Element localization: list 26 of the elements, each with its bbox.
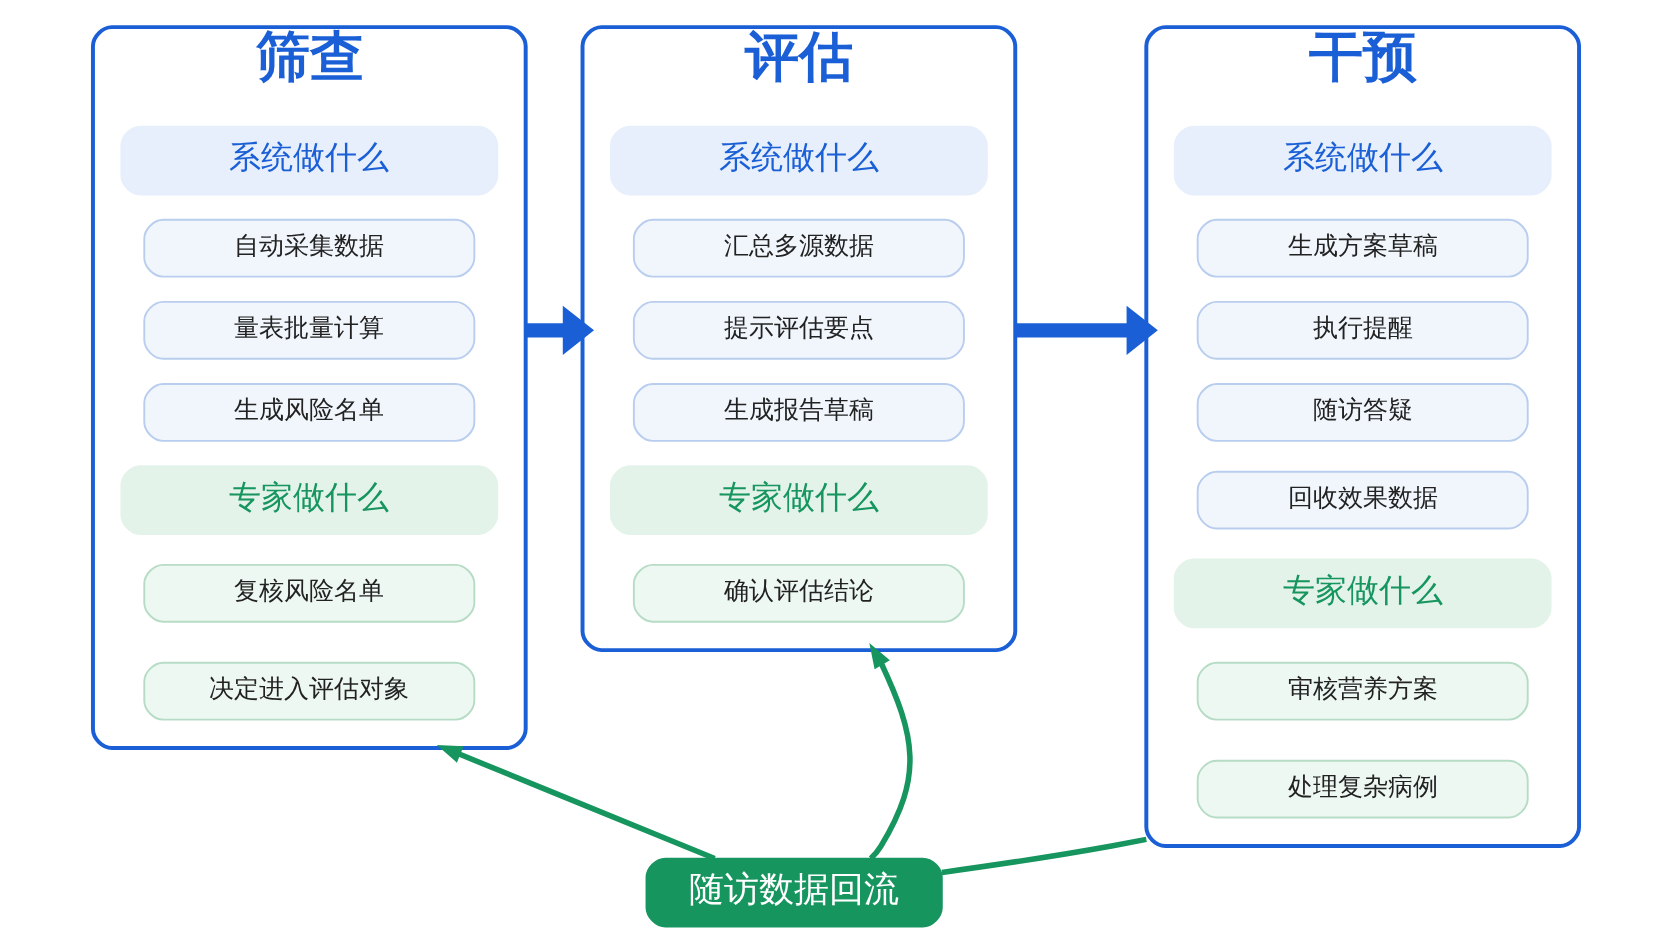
node-box: 系统做什么	[1173, 125, 1552, 196]
node-box: 量表批量计算	[143, 300, 476, 360]
node-box: 执行提醒	[1196, 300, 1529, 360]
node-box: 系统做什么	[120, 125, 499, 196]
node-box: 专家做什么	[120, 465, 499, 536]
node-box: 复核风险名单	[143, 563, 476, 623]
node-box: 随访数据回流	[645, 857, 943, 928]
node-box: 自动采集数据	[143, 218, 476, 278]
connector	[941, 836, 1147, 876]
node-box: 系统做什么	[610, 125, 988, 196]
node-box: 回收效果数据	[1196, 470, 1529, 530]
arrow	[1015, 305, 1158, 355]
node-box: 随访答疑	[1196, 383, 1529, 442]
node-box: 专家做什么	[610, 465, 988, 536]
node-box: 专家做什么	[1173, 558, 1552, 629]
node-box: 生成报告草稿	[632, 383, 965, 442]
node-box: 生成方案草稿	[1196, 218, 1529, 278]
node-box: 生成风险名单	[143, 383, 476, 442]
node-box: 确认评估结论	[632, 563, 965, 623]
node-box: 汇总多源数据	[632, 218, 965, 278]
node-box: 决定进入评估对象	[143, 661, 476, 721]
node-box: 提示评估要点	[632, 300, 965, 360]
arrow	[868, 642, 913, 861]
node-box: 审核营养方案	[1196, 661, 1529, 721]
arrow	[525, 305, 594, 355]
node-box: 处理复杂病例	[1196, 759, 1529, 819]
